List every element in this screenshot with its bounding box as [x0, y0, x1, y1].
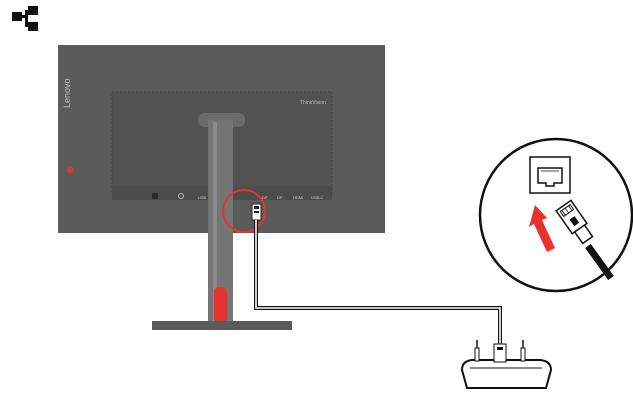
stand-accent — [214, 287, 227, 323]
port-label-6: USB-C — [311, 195, 324, 200]
monitor: Lenovo ThinkVision USB USB DP DP HDMI US… — [58, 45, 385, 330]
port-label-1: USB — [198, 195, 207, 200]
callout — [478, 137, 633, 293]
port-label-5: HDMI — [293, 195, 303, 200]
audio-port-icon — [178, 193, 184, 199]
stand-base — [152, 321, 292, 330]
port-connector-icon — [251, 203, 262, 221]
ethernet-port-icon — [529, 156, 571, 194]
port-label-4: DP — [277, 195, 283, 200]
rj45-plug-icon — [555, 199, 594, 245]
brand-back: ThinkVision — [300, 100, 326, 106]
network-cable — [254, 220, 502, 345]
port-label-3: DP — [262, 195, 268, 200]
port-highlight-circle — [222, 189, 266, 233]
insert-arrow-icon — [529, 205, 555, 252]
lock-slot-icon — [152, 193, 158, 199]
callout-cable — [585, 243, 614, 281]
brand-vertical: Lenovo — [62, 78, 72, 108]
power-led — [67, 167, 73, 173]
stand-highlight — [213, 122, 217, 322]
network-icon — [12, 6, 38, 31]
router-icon — [460, 340, 553, 389]
